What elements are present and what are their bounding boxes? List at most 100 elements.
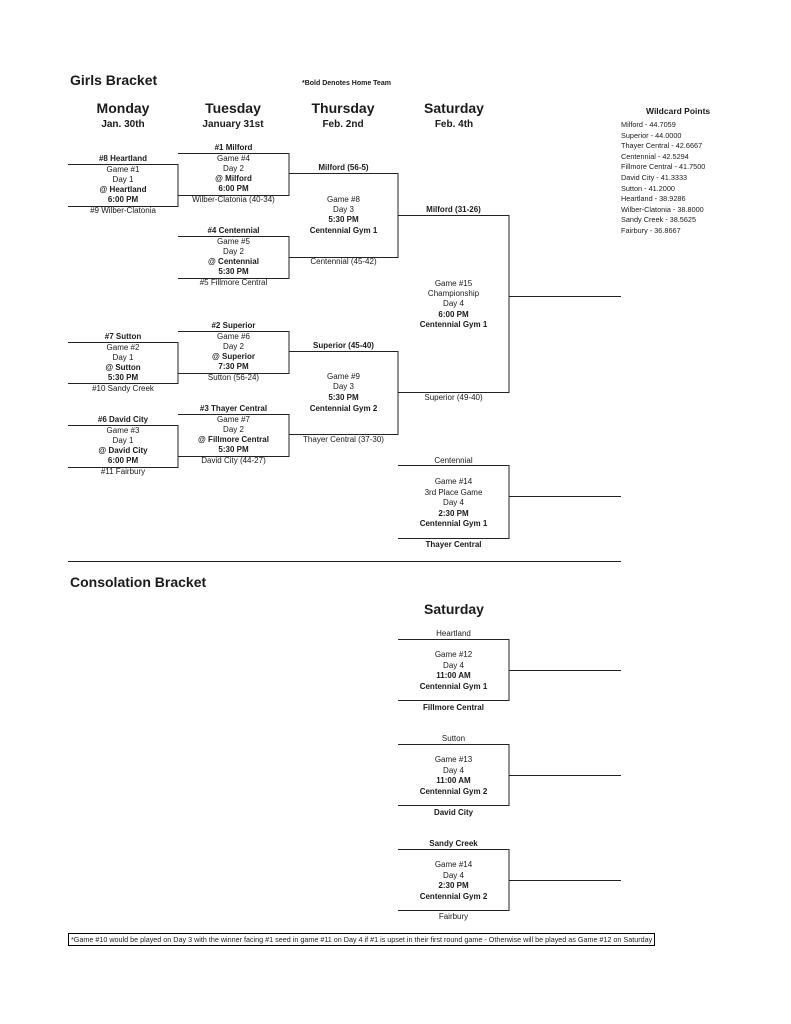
- game-8-number: Game #8: [327, 195, 360, 204]
- wildcard-item: Sutton - 41.2000: [621, 183, 675, 193]
- wildcard-item: Heartland - 38.9286: [621, 194, 686, 204]
- game-8-time: 5:30 PM: [328, 215, 359, 224]
- game-4-day: Day 2: [223, 164, 244, 173]
- third-place-bottom-team: Thayer Central: [425, 540, 482, 549]
- game-13-venue: Centennial Gym 2: [419, 787, 488, 796]
- game-1-day: Day 1: [112, 175, 134, 184]
- game-7-number: Game #7: [217, 415, 250, 424]
- third-place-number: Game #14: [434, 477, 473, 486]
- game-15-time: 6:00 PM: [438, 310, 469, 319]
- bracket-line-game-4: [178, 153, 290, 196]
- bracket-line-game-2: [68, 342, 179, 384]
- wildcard-item: Fillmore Central - 41.7500: [621, 162, 706, 172]
- game-7-time: 5:30 PM: [218, 445, 249, 454]
- game-3-venue: @ David City: [98, 446, 148, 455]
- game-2-time: 5:30 PM: [107, 373, 139, 382]
- game-6-top-team: #2 Superior: [211, 321, 256, 330]
- bracket-line-game-3: [68, 425, 179, 468]
- game-5-venue: @ Centennial: [208, 257, 259, 266]
- game-9-time: 5:30 PM: [328, 393, 359, 402]
- wildcard-item: Fairbury - 36.8667: [621, 225, 681, 235]
- game-12-bottom-team: Fillmore Central: [423, 703, 484, 712]
- game-13-number: Game #13: [434, 755, 473, 764]
- game-5-top-team: #4 Centennial: [207, 226, 260, 235]
- game-7-bottom-team: David City (44-27): [201, 456, 266, 465]
- game-13-time: 11:00 AM: [436, 776, 471, 785]
- game-13-day: Day 4: [443, 766, 464, 775]
- game-12-day: Day 4: [443, 661, 464, 670]
- game-1-number: Game #1: [106, 165, 140, 174]
- game-13-top-team: Sutton: [441, 734, 466, 743]
- wildcard-item: Superior - 44.0000: [621, 130, 682, 140]
- wildcard-title: Wildcard Points: [646, 106, 711, 116]
- game-12-number: Game #12: [434, 650, 473, 659]
- game-1-time: 6:00 PM: [107, 195, 139, 204]
- game-9-number: Game #9: [327, 372, 360, 381]
- wildcard-item: Centennial - 42.5294: [621, 151, 689, 161]
- game-7-day: Day 2: [223, 425, 244, 434]
- game-5-bottom-team: #5 Fillmore Central: [199, 278, 268, 287]
- game-6-time: 7:30 PM: [218, 362, 249, 371]
- game-7-top-team: #3 Thayer Central: [199, 404, 268, 413]
- game-8-venue: Centennial Gym 1: [309, 226, 378, 235]
- bracket-line-game-14: [398, 465, 510, 539]
- game-2-number: Game #2: [106, 343, 140, 352]
- date-tuesday: January 31st: [202, 119, 264, 130]
- game-12-time: 11:00 AM: [436, 671, 471, 680]
- game-2-top-team: #7 Sutton: [104, 332, 142, 341]
- wildcard-item: Thayer Central - 42.6667: [621, 141, 703, 151]
- game-3-number: Game #3: [106, 426, 140, 435]
- game-9-bottom-team: Thayer Central (37-30): [303, 435, 384, 444]
- third-place-time: 2:30 PM: [438, 509, 469, 518]
- consolation-game-14-bottom-team: Fairbury: [438, 912, 469, 921]
- game-3-bottom-team: #11 Fairbury: [100, 467, 146, 476]
- date-thursday: Feb. 2nd: [322, 119, 364, 130]
- game-15-top-team: Milford (31-26): [426, 205, 481, 214]
- game-2-day: Day 1: [112, 353, 134, 362]
- consolation-day: Saturday: [424, 601, 484, 617]
- game-5-number: Game #5: [217, 237, 250, 246]
- bracket-line-game-7: [178, 414, 290, 457]
- date-saturday: Feb. 4th: [434, 119, 474, 130]
- day-saturday: Saturday: [424, 100, 484, 116]
- game-9-top-team: Superior (45-40): [313, 341, 374, 350]
- game-9-venue: Centennial Gym 2: [309, 404, 378, 413]
- consolation-game-14-day: Day 4: [443, 871, 464, 880]
- game-1-venue: @ Heartland: [99, 185, 147, 194]
- game-4-bottom-team: Wilber-Clatonia (40-34): [192, 195, 275, 204]
- bracket-line-game-15: [398, 215, 510, 393]
- day-tuesday: Tuesday: [205, 100, 261, 116]
- game-13-bottom-team: David City: [433, 808, 474, 817]
- game-8-bottom-team: Centennial (45-42): [310, 257, 377, 266]
- wildcard-list: Milford - 44.7059 Superior - 44.0000 Tha…: [621, 120, 705, 237]
- consolation-game-14-time: 2:30 PM: [438, 881, 469, 890]
- consolation-game-14-venue: Centennial Gym 2: [419, 892, 488, 901]
- game-4-time: 6:00 PM: [218, 184, 249, 193]
- third-place-top-team: Centennial: [434, 456, 473, 465]
- game-6-venue: @ Superior: [212, 352, 255, 361]
- game-6-number: Game #6: [217, 332, 250, 341]
- game-7-venue: @ Fillmore Central: [198, 435, 269, 444]
- wildcard-item: Wilber-Clatonia - 38.8000: [621, 204, 704, 214]
- footnote: *Game #10 would be played on Day 3 with …: [68, 933, 656, 946]
- game-1-top-team: #8 Heartland: [98, 154, 148, 163]
- game-15-day: Day 4: [443, 299, 464, 308]
- game-15-label: Championship: [427, 289, 480, 298]
- bracket-line-game-1: [68, 164, 179, 207]
- game-15-venue: Centennial Gym 1: [419, 320, 488, 329]
- game-3-day: Day 1: [112, 436, 134, 445]
- wildcard-item: Sandy Creek - 38.5625: [621, 215, 697, 225]
- wildcard-item: Milford - 44.7059: [621, 120, 676, 129]
- third-place-venue: Centennial Gym 1: [419, 519, 488, 528]
- wildcard-item: David City - 41.3333: [621, 172, 688, 182]
- page-title: Girls Bracket: [70, 72, 158, 88]
- game-4-number: Game #4: [217, 154, 250, 163]
- game-2-bottom-team: #10 Sandy Creek: [92, 384, 154, 393]
- game-15-number: Game #15: [434, 279, 473, 288]
- home-team-note: *Bold Denotes Home Team: [302, 80, 391, 87]
- game-12-venue: Centennial Gym 1: [419, 682, 488, 691]
- game-3-top-team: #6 David City: [97, 415, 149, 424]
- game-5-time: 5:30 PM: [218, 267, 249, 276]
- game-4-top-team: #1 Milford: [214, 143, 253, 152]
